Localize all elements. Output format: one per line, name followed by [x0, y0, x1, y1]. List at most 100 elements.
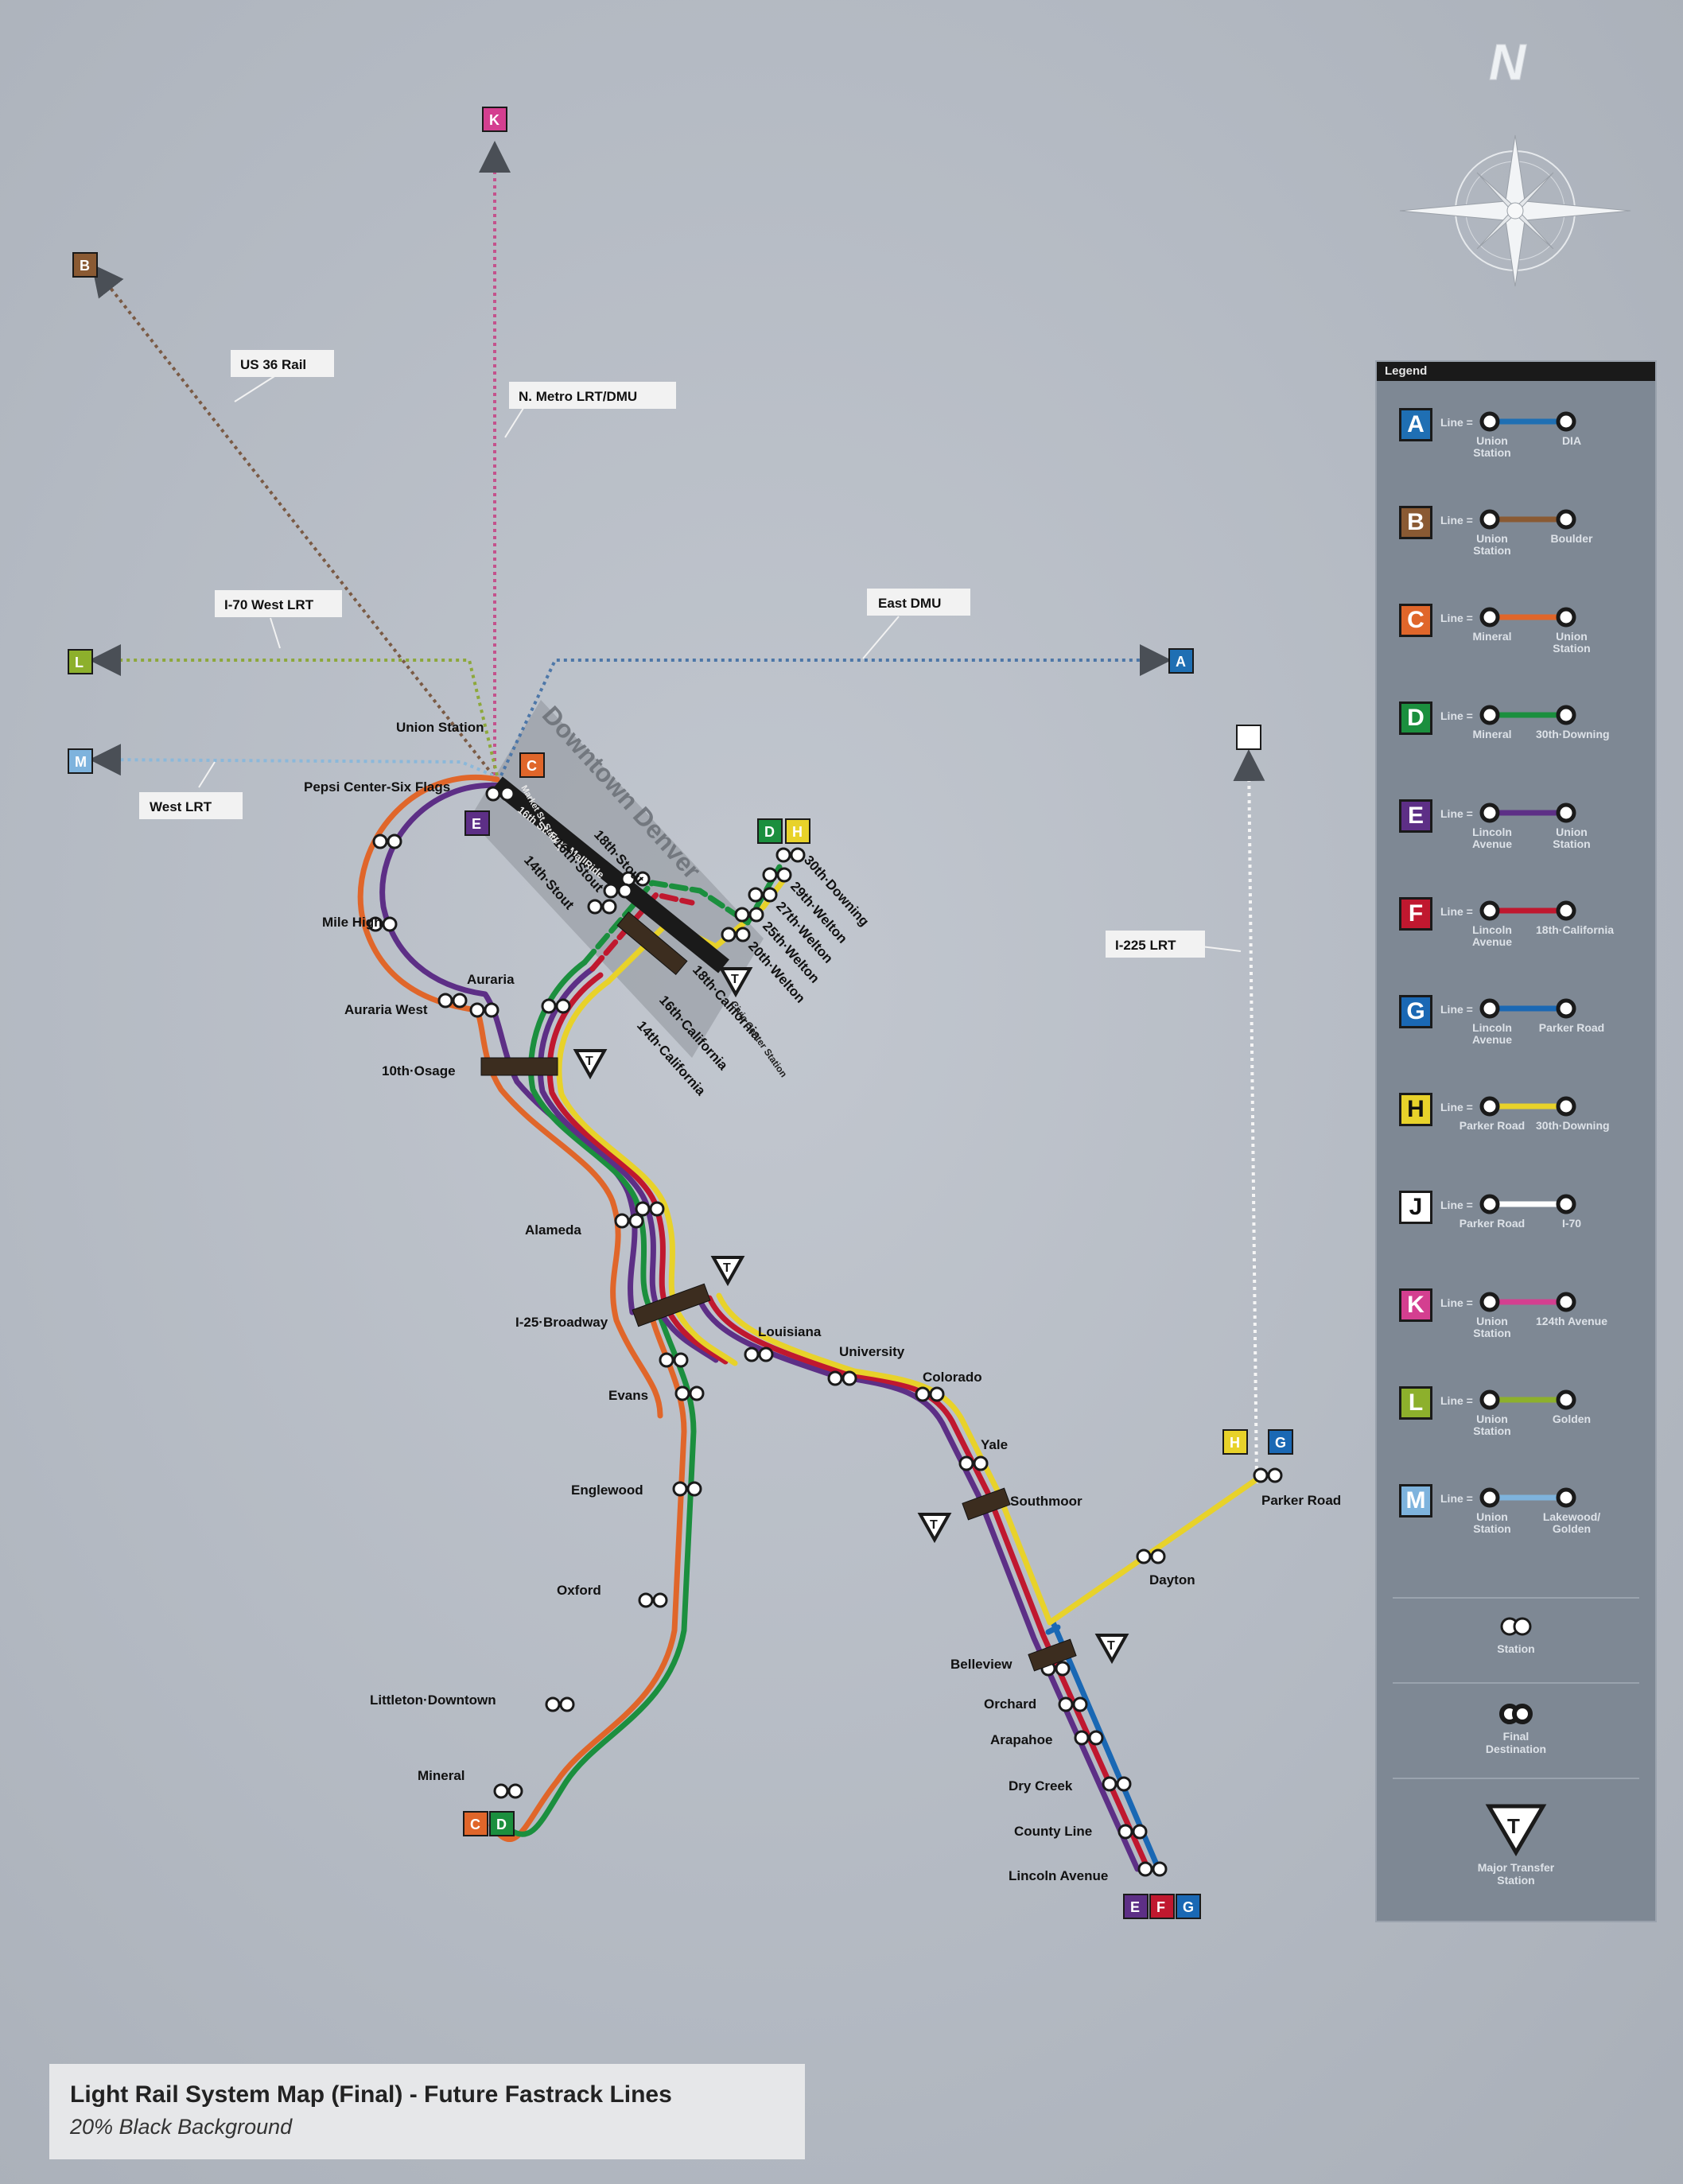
label-i70west: I-70 West LRT [224, 597, 314, 612]
destination-letter: M [75, 754, 87, 770]
legend-from: Union Station [1473, 1510, 1511, 1535]
station-dot [614, 1213, 630, 1229]
legend-badge: J [1399, 1191, 1432, 1224]
destination-letter: F [1156, 1899, 1165, 1915]
route-strips [480, 911, 1077, 1672]
corridor-j [1233, 749, 1265, 1484]
transfer-mark: T [1107, 1639, 1115, 1653]
destination-letter: G [1275, 1435, 1286, 1451]
legend-to: 18th·California [1536, 923, 1615, 936]
destination-box [72, 252, 98, 278]
rail-lines [357, 775, 1260, 1872]
station-dot [545, 1696, 561, 1712]
station-dot [469, 1002, 485, 1018]
legend-heading: Legend [1377, 362, 1655, 381]
destination-box [757, 818, 783, 844]
station-dot [762, 887, 778, 903]
station-dot [673, 1352, 689, 1368]
destination-box [68, 649, 93, 674]
station-labels: Union Station Pepsi Center-Six Flags Mil… [304, 720, 1341, 1883]
station-dot [1267, 1467, 1283, 1483]
st-arapahoe: Arapahoe [990, 1732, 1052, 1747]
legend-divider [1393, 1597, 1639, 1599]
legend-eq: Line = [1440, 1101, 1473, 1113]
station-dot [1137, 1861, 1153, 1877]
destination-letter: G [1183, 1899, 1194, 1915]
transfer-triangle-icon [710, 1256, 745, 1287]
legend-from: Parker Road [1459, 1119, 1526, 1132]
legend-line-icon [1479, 607, 1576, 628]
station-dot [973, 1455, 989, 1471]
legend-line-icon [1479, 1194, 1576, 1214]
st-drycreek: Dry Creek [1009, 1778, 1073, 1793]
legend-final: Final Destination [1377, 1702, 1655, 1755]
transfer-mark: T [731, 973, 739, 986]
station-dot [649, 1201, 665, 1217]
legend-line-icon [1479, 1487, 1576, 1508]
destination-letter: C [470, 1817, 480, 1832]
legend-eq: Line = [1440, 1199, 1473, 1211]
title-box: Light Rail System Map (Final) - Future F… [49, 2064, 805, 2159]
legend-to: I-70 [1561, 1217, 1582, 1230]
station-dot [587, 899, 603, 915]
st-auraria: Auraria [467, 972, 515, 987]
legend-line-icon [1479, 1389, 1576, 1410]
destination-box [785, 818, 810, 844]
legend-from: Mineral [1472, 630, 1512, 643]
line-h-se [716, 1292, 1053, 1626]
legend-to: Parker Road [1538, 1021, 1605, 1034]
station-dot [652, 1592, 668, 1608]
legend-from: Union Station [1473, 1413, 1511, 1437]
st-union: Union Station [396, 720, 484, 735]
station-dot [762, 867, 778, 883]
destination-box [1222, 1429, 1248, 1455]
compass-rose-icon [1399, 134, 1631, 287]
legend-badge: K [1399, 1288, 1432, 1322]
destination-letter: E [472, 816, 481, 832]
legend-line-icon [1479, 1292, 1576, 1312]
station-dot [1117, 1824, 1133, 1840]
legend-final-label: Final Destination [1485, 1730, 1547, 1755]
destination-box [489, 1811, 515, 1836]
st-lincoln: Lincoln Avenue [1009, 1868, 1108, 1883]
station-dot [372, 834, 388, 849]
st-osage: 10th·Osage [382, 1063, 456, 1078]
destination-letter: K [489, 112, 499, 128]
legend-to: 30th·Downing [1536, 728, 1610, 740]
station-dot [367, 916, 383, 932]
legend-badge: M [1399, 1484, 1432, 1518]
destination-box [1149, 1894, 1175, 1919]
st-oxford: Oxford [557, 1583, 601, 1598]
corridor-m [89, 744, 494, 777]
station-dot [1152, 1861, 1168, 1877]
station-dot [603, 883, 619, 899]
station-dot [1136, 1549, 1152, 1564]
destination-letter: B [80, 258, 90, 274]
corridor-l [89, 644, 499, 776]
st-pepsi: Pepsi Center-Six Flags [304, 779, 450, 795]
legend-eq: Line = [1440, 514, 1473, 527]
legend-eq: Line = [1440, 905, 1473, 918]
station-dot [382, 916, 398, 932]
legend-eq: Line = [1440, 709, 1473, 722]
station-dot [790, 847, 806, 863]
station-dot [1072, 1696, 1088, 1712]
st-milehigh: Mile High [322, 915, 383, 930]
station-dot [1058, 1696, 1074, 1712]
st-littleton: Littleton·Downtown [370, 1692, 496, 1708]
destination-box [1268, 1429, 1293, 1455]
compass: N [1399, 33, 1631, 287]
destination-letter: J [1243, 730, 1251, 746]
station-dot [748, 887, 764, 903]
st-orchard: Orchard [984, 1696, 1036, 1712]
legend-line-icon [1479, 900, 1576, 921]
station-dot [1150, 1549, 1166, 1564]
legend-to: Union Station [1553, 826, 1591, 850]
